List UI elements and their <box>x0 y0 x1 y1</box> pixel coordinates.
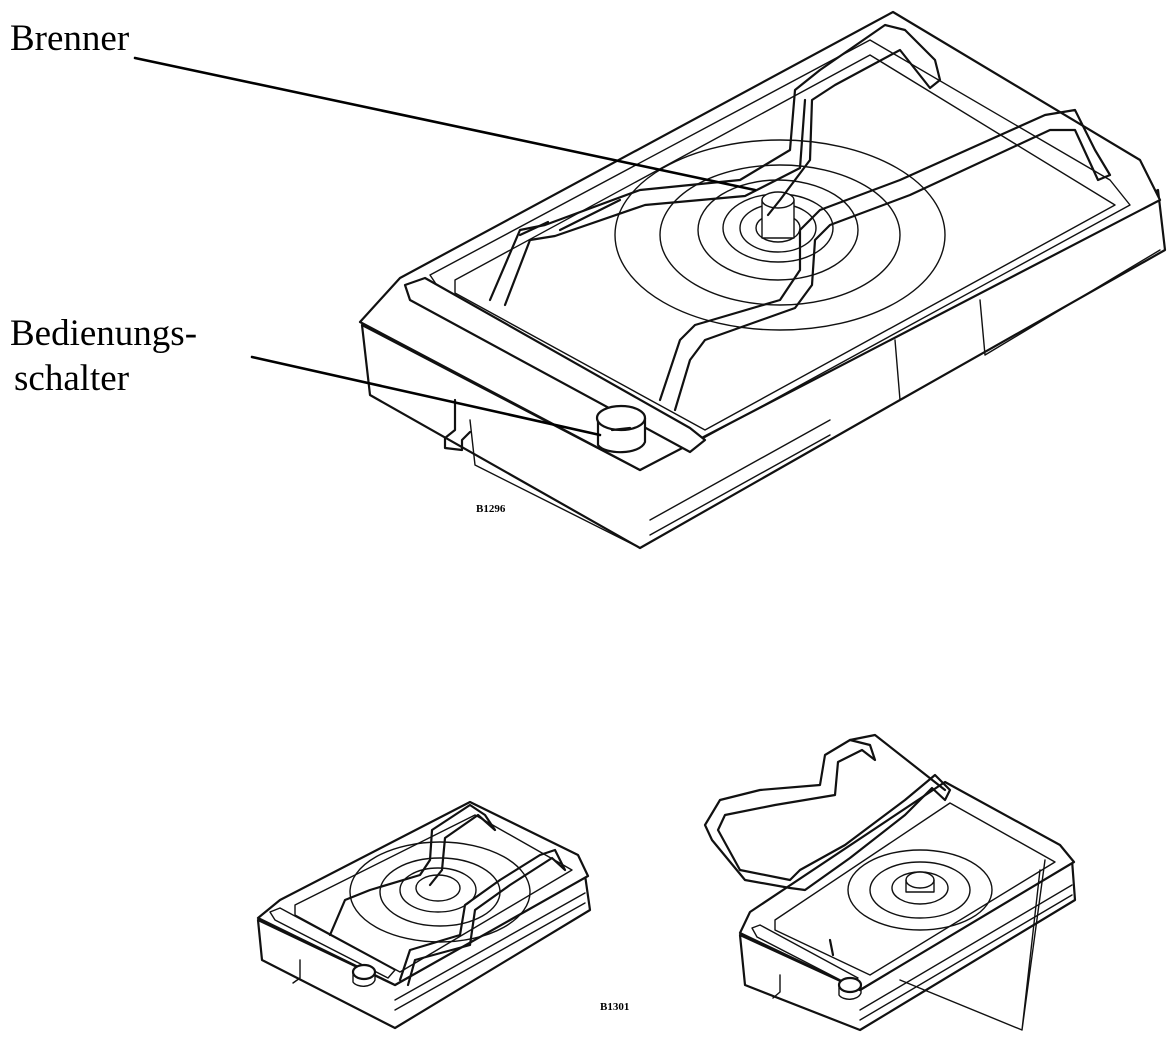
hob-disassembled-small <box>703 733 1077 1032</box>
figure-code-bottom: B1301 <box>600 1001 629 1013</box>
brenner-leader-line <box>133 56 757 192</box>
control-knob <box>595 404 647 454</box>
bedienungsschalter-label-line2: schalter <box>14 358 129 399</box>
hob-side-detail <box>469 249 1161 549</box>
hob-assembled-small <box>256 800 592 1030</box>
hob-leg-bracket <box>443 398 472 452</box>
hob-module-large <box>358 10 1167 550</box>
figure-code-top: B1296 <box>476 503 506 515</box>
pan-support-grate <box>488 23 1112 412</box>
hob-inner-rim-2 <box>454 54 1116 431</box>
bedienungsschalter-label-line1: Bedienungs- <box>10 313 197 354</box>
bedienungsschalter-leader-line <box>250 355 602 437</box>
brenner-label: Brenner <box>10 18 129 59</box>
